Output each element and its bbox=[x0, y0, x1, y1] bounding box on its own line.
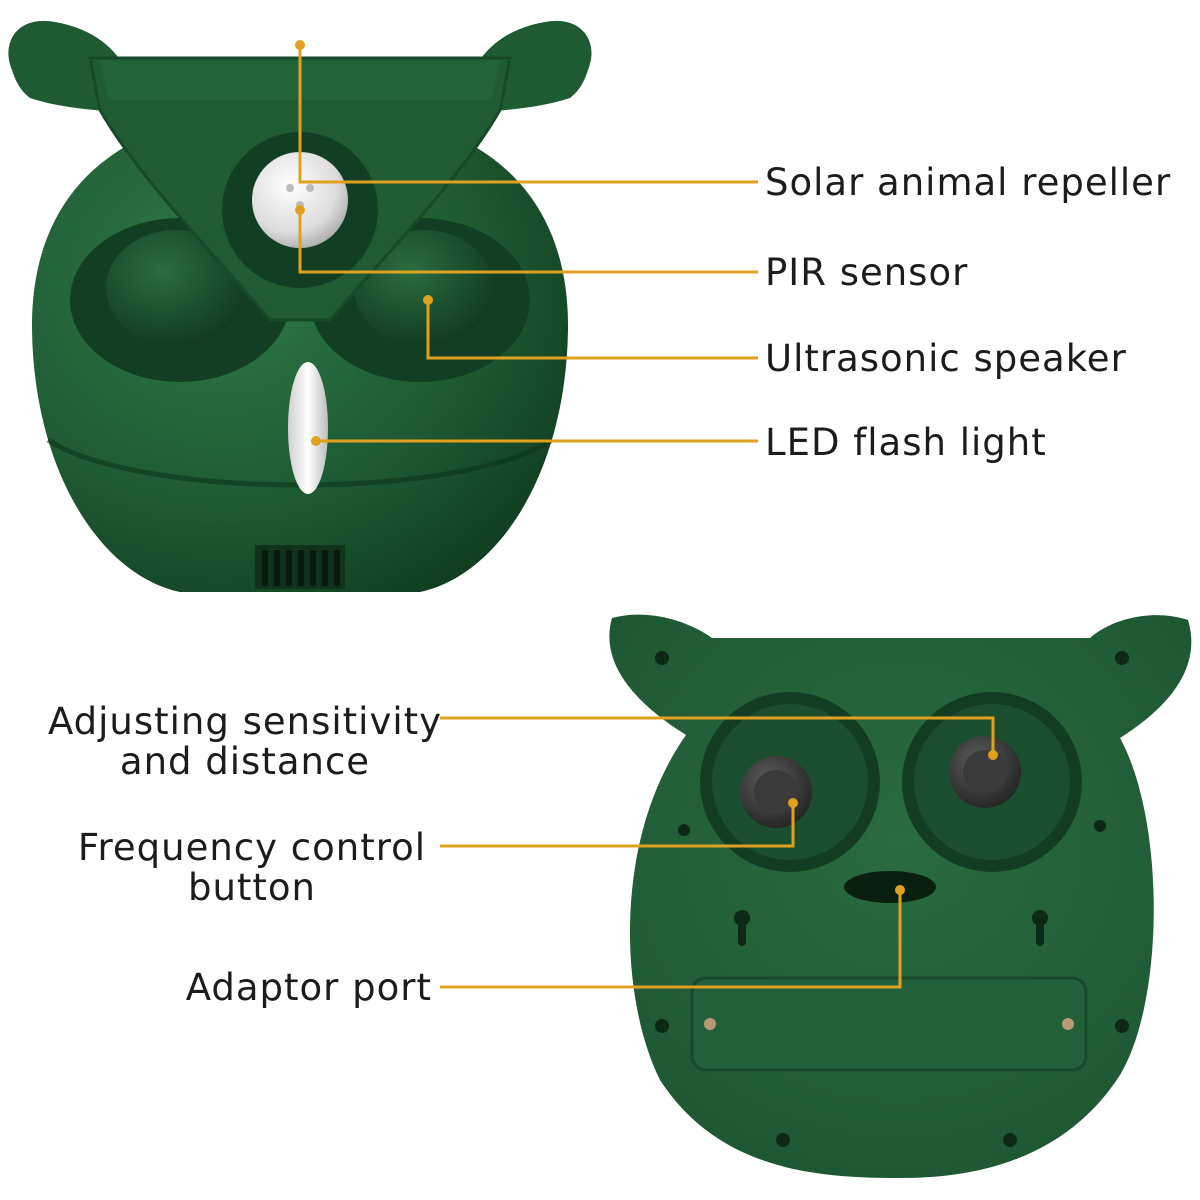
label-led-flash-light: LED flash light bbox=[765, 421, 1047, 464]
callout-endpoints bbox=[295, 40, 998, 895]
label-ultrasonic-speaker: Ultrasonic speaker bbox=[765, 337, 1127, 380]
label-frequency-control-line1: Frequency control bbox=[77, 826, 427, 869]
label-adaptor-port: Adaptor port bbox=[185, 966, 432, 1009]
callout-leader-lines bbox=[298, 45, 995, 989]
label-pir-sensor: PIR sensor bbox=[765, 251, 969, 294]
led-flash-beak bbox=[288, 362, 328, 494]
leader-solar bbox=[298, 45, 758, 184]
label-frequency-control: Frequency control button bbox=[52, 828, 452, 908]
front-vent-grille bbox=[255, 545, 345, 589]
label-adjusting-sensitivity-line1: Adjusting sensitivity bbox=[47, 700, 443, 743]
back-screw-holes bbox=[655, 651, 1129, 1147]
leader-sensitivity bbox=[440, 716, 995, 755]
leader-adaptor bbox=[440, 890, 902, 989]
battery-cover bbox=[690, 976, 1088, 1072]
back-owl-device bbox=[609, 614, 1192, 1178]
keyhole-slots bbox=[734, 910, 1048, 946]
pir-sensor-dome bbox=[252, 152, 348, 248]
label-adjusting-sensitivity-line2: and distance bbox=[119, 740, 371, 783]
front-right-ear bbox=[480, 20, 592, 112]
label-solar-animal-repeller: Solar animal repeller bbox=[765, 161, 1172, 204]
leader-pir bbox=[298, 210, 758, 274]
leader-speaker bbox=[426, 300, 758, 360]
front-left-ear bbox=[8, 20, 120, 112]
label-frequency-control-line2: button bbox=[187, 866, 317, 909]
front-owl-device bbox=[8, 20, 592, 592]
label-adjusting-sensitivity: Adjusting sensitivity and distance bbox=[40, 702, 450, 782]
adaptor-port bbox=[844, 871, 936, 903]
leader-frequency bbox=[440, 803, 795, 848]
